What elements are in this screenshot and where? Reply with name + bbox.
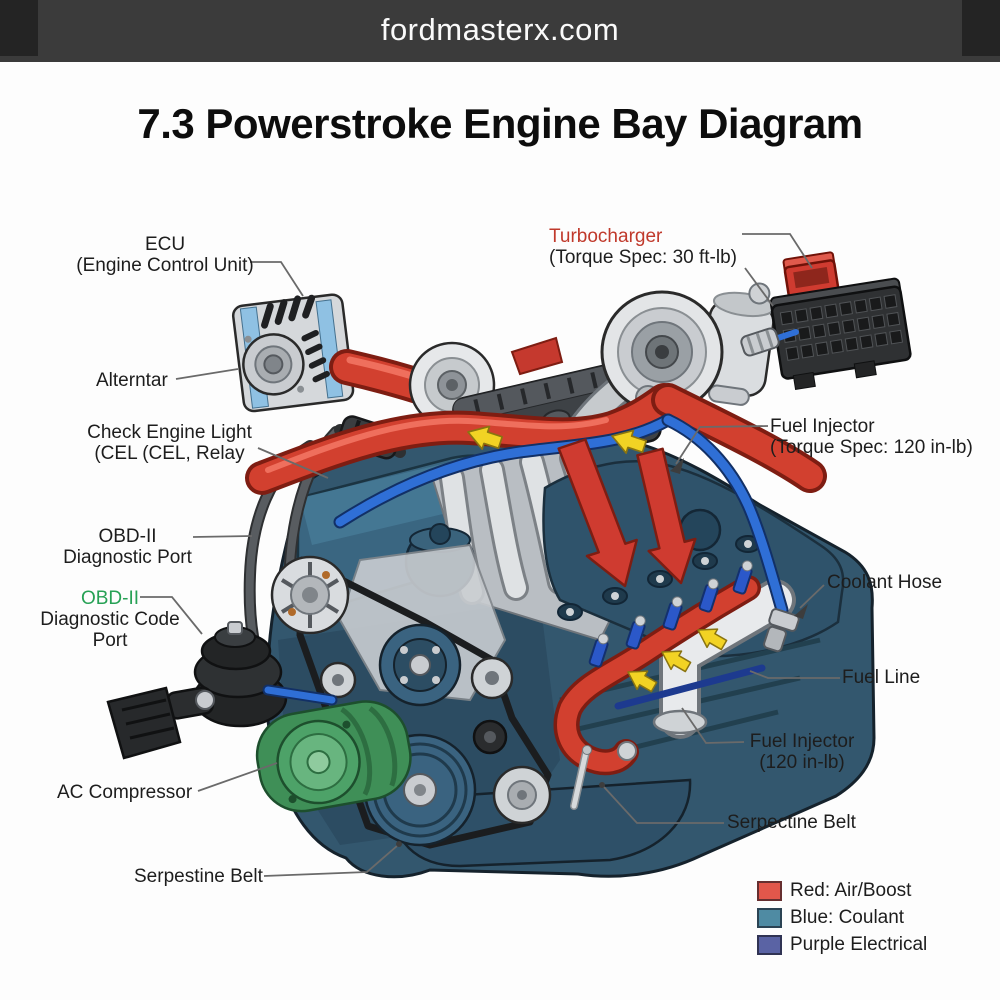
fuel-injectors-graphic	[588, 560, 753, 668]
callout-ecu-line1: ECU	[144, 234, 186, 255]
callout-obd-code-line3: Port	[92, 630, 128, 651]
callout-ecu-line2: (Engine Control Unit)	[76, 255, 254, 276]
engine-block-graphic	[264, 430, 876, 879]
ecu-connector-wire	[740, 327, 799, 357]
legend-label-purple: Purple Electrical	[790, 934, 928, 955]
legend-swatch-purple	[757, 935, 782, 955]
callout-ac-compressor: AC Compressor	[57, 782, 192, 803]
callout-fuel-injector-top-line2: (Torque Spec: 120 in-lb)	[770, 437, 973, 458]
obd-connector-graphic	[106, 686, 215, 760]
callout-obd-code-line1: OBD-II	[80, 588, 140, 609]
fuel-filter-graphic	[192, 621, 288, 728]
callout-check-engine: Check Engine Light (CEL (CEL, Relay	[72, 422, 267, 464]
callout-obd-code-line2: Diagnostic Code	[40, 609, 180, 630]
legend-item-electrical: Purple Electrical	[757, 934, 927, 956]
header-bar: fordmasterx.com	[0, 0, 1000, 62]
callout-obd-port-line1: OBD-II	[98, 526, 157, 547]
leader-lines	[140, 233, 840, 877]
callout-alternator: Alterntar	[96, 370, 168, 391]
red-fitting	[510, 336, 564, 376]
legend-label-blue: Blue: Coulant	[790, 907, 905, 928]
legend-swatch-red	[757, 881, 782, 901]
callout-ecu: ECU (Engine Control Unit)	[55, 234, 275, 276]
callout-turbocharger-line1: Turbocharger	[549, 226, 663, 247]
callout-obd-port: OBD-II Diagnostic Port	[40, 526, 215, 568]
callout-check-engine-line1: Check Engine Light	[87, 422, 252, 443]
callout-fuel-injector-right-line2: (120 in-lb)	[759, 752, 845, 773]
header-corner-right	[962, 0, 1000, 56]
header-corner-left	[0, 0, 38, 56]
page-title: 7.3 Powerstroke Engine Bay Diagram	[137, 100, 863, 147]
legend-item-air-boost: Red: Air/Boost	[757, 880, 927, 902]
callout-coolant-hose: Coolant Hose	[827, 572, 942, 593]
dipstick-graphic	[570, 745, 592, 810]
callout-serpentine-left-line1: Serpestine Belt	[134, 866, 263, 887]
callout-fuel-line: Fuel Line	[842, 667, 920, 688]
callout-fuel-injector-top: Fuel Injector (Torque Spec: 120 in-lb)	[770, 416, 973, 458]
callout-fuel-injector-right: Fuel Injector (120 in-lb)	[742, 731, 862, 773]
callout-obd-port-line2: Diagnostic Port	[63, 547, 192, 568]
legend-swatch-blue	[757, 908, 782, 928]
legend-item-coolant: Blue: Coulant	[757, 907, 927, 929]
callout-turbocharger: Turbocharger (Torque Spec: 30 ft-lb)	[549, 226, 737, 268]
callout-fuel-injector-right-line1: Fuel Injector	[749, 731, 855, 752]
site-name: fordmasterx.com	[380, 12, 620, 47]
callout-coolant-hose-line1: Coolant Hose	[827, 572, 943, 593]
callout-obd-code: OBD-II Diagnostic Code Port	[30, 588, 190, 651]
callout-ac-compressor-line1: AC Compressor	[57, 782, 193, 803]
fuel-rail-hose	[553, 575, 761, 776]
callout-alternator-line1: Alterntar	[96, 370, 168, 391]
callout-fuel-injector-top-line1: Fuel Injector	[770, 416, 875, 437]
boost-flow-arrows	[557, 438, 697, 588]
fuel-line-graphic	[614, 664, 766, 710]
legend-label-red: Red: Air/Boost	[790, 880, 912, 901]
alternator-graphic	[231, 293, 355, 413]
legend: Red: Air/Boost Blue: Coulant Purple Elec…	[757, 880, 927, 961]
callout-serpentine-right-line1: Serpectine Belt	[727, 812, 856, 833]
boost-pipe-main	[245, 383, 827, 495]
callout-serpentine-right: Serpectine Belt	[727, 812, 856, 833]
ecu-graphic	[769, 251, 912, 391]
callout-check-engine-line2: (CEL (CEL, Relay	[94, 443, 245, 464]
callout-fuel-line-line1: Fuel Line	[842, 667, 921, 688]
callout-serpentine-left: Serpestine Belt	[134, 866, 263, 887]
callout-turbocharger-line2: (Torque Spec: 30 ft-lb)	[549, 247, 737, 268]
leader-markers	[396, 458, 808, 847]
